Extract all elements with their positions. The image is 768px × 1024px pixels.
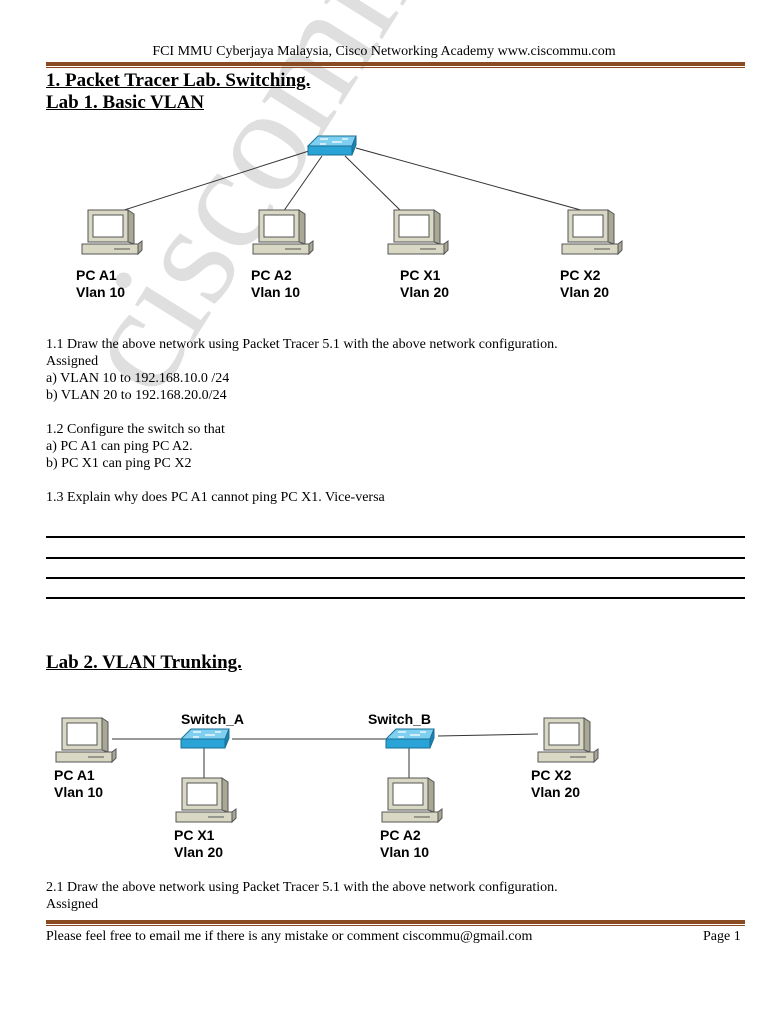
switch-icon	[306, 135, 357, 156]
pc-label: PC X1 Vlan 20	[174, 827, 223, 861]
pc-icon	[80, 208, 144, 263]
pc-label: PC X2 Vlan 20	[531, 767, 580, 801]
header-rule-thin	[46, 67, 745, 68]
pc-name: PC X2	[531, 767, 572, 783]
pc-name: PC A1	[76, 267, 117, 283]
link-switch-pc-x2	[355, 147, 589, 213]
question-1-2-a: a) PC A1 can ping PC A2.	[46, 439, 193, 454]
pc-name: PC A2	[251, 267, 292, 283]
pc-vlan: Vlan 20	[560, 284, 610, 300]
question-1-2-b: b) PC X1 can ping PC X2	[46, 456, 192, 471]
pc-label: PC A2 Vlan 10	[380, 827, 429, 861]
lab1-title: Lab 1. Basic VLAN	[46, 92, 205, 113]
footer-rule-thin	[46, 925, 745, 926]
pc-icon	[560, 208, 624, 263]
pc-icon	[386, 208, 450, 263]
pc-name: PC A1	[54, 767, 95, 783]
question-2-1-assigned: Assigned	[46, 897, 99, 912]
pc-label: PC A1 Vlan 10	[54, 767, 103, 801]
pc-label: PC A2 Vlan 10	[251, 267, 300, 301]
answer-line	[46, 557, 745, 559]
pc-vlan: Vlan 10	[380, 844, 430, 860]
pc-vlan: Vlan 10	[54, 784, 104, 800]
pc-label: PC X1 Vlan 20	[400, 267, 449, 301]
switch-a-icon	[179, 728, 230, 749]
question-1-3: 1.3 Explain why does PC A1 cannot ping P…	[46, 490, 385, 505]
question-2-1: 2.1 Draw the above network using Packet …	[46, 880, 558, 895]
pc-vlan: Vlan 20	[400, 284, 450, 300]
lab2-topology-diagram	[112, 728, 539, 780]
pc-icon	[251, 208, 315, 263]
link-switch-pc-a2	[282, 155, 323, 213]
link-switch-pc-a1	[117, 149, 313, 213]
header-rule	[46, 62, 745, 66]
pc-label: PC A1 Vlan 10	[76, 267, 125, 301]
answer-line	[46, 577, 745, 579]
pc-icon	[174, 776, 238, 831]
pc-label: PC X2 Vlan 20	[560, 267, 609, 301]
pc-icon	[536, 716, 600, 771]
switch-b-label: Switch_B	[368, 711, 432, 727]
page-header: FCI MMU Cyberjaya Malaysia, Cisco Networ…	[152, 44, 616, 59]
pc-name: PC X1	[400, 267, 441, 283]
pc-vlan: Vlan 20	[531, 784, 581, 800]
lab2-title: Lab 2. VLAN Trunking.	[46, 652, 242, 673]
link-switch-pc-x1	[344, 155, 403, 213]
pc-vlan: Vlan 10	[76, 284, 126, 300]
answer-line	[46, 597, 745, 599]
pc-vlan: Vlan 10	[251, 284, 301, 300]
lab1-questions: 1.1 Draw the above network using Packet …	[46, 336, 746, 506]
switch-a-label: Switch_A	[181, 711, 245, 727]
link-switch-b-pc-x2	[437, 733, 539, 737]
footer-rule	[46, 920, 745, 924]
question-1-1-a: a) VLAN 10 to 192.168.10.0 /24	[46, 371, 230, 386]
switch-b-icon	[384, 728, 435, 749]
question-1-1-b: b) VLAN 20 to 192.168.20.0/24	[46, 388, 227, 403]
pc-icon	[380, 776, 444, 831]
page-number: Page 1	[703, 929, 741, 944]
question-1-1: 1.1 Draw the above network using Packet …	[46, 337, 558, 352]
pc-vlan: Vlan 20	[174, 844, 224, 860]
pc-name: PC X1	[174, 827, 215, 843]
lab2-questions: 2.1 Draw the above network using Packet …	[46, 879, 746, 913]
pc-name: PC A2	[380, 827, 421, 843]
footer-note: Please feel free to email me if there is…	[46, 929, 533, 944]
pc-name: PC X2	[560, 267, 601, 283]
lab1-topology-diagram	[117, 135, 589, 213]
section-title: 1. Packet Tracer Lab. Switching.	[46, 70, 311, 91]
pc-icon	[54, 716, 118, 771]
question-1-2: 1.2 Configure the switch so that	[46, 422, 225, 437]
answer-line	[46, 536, 745, 538]
question-1-1-assigned: Assigned	[46, 354, 99, 369]
